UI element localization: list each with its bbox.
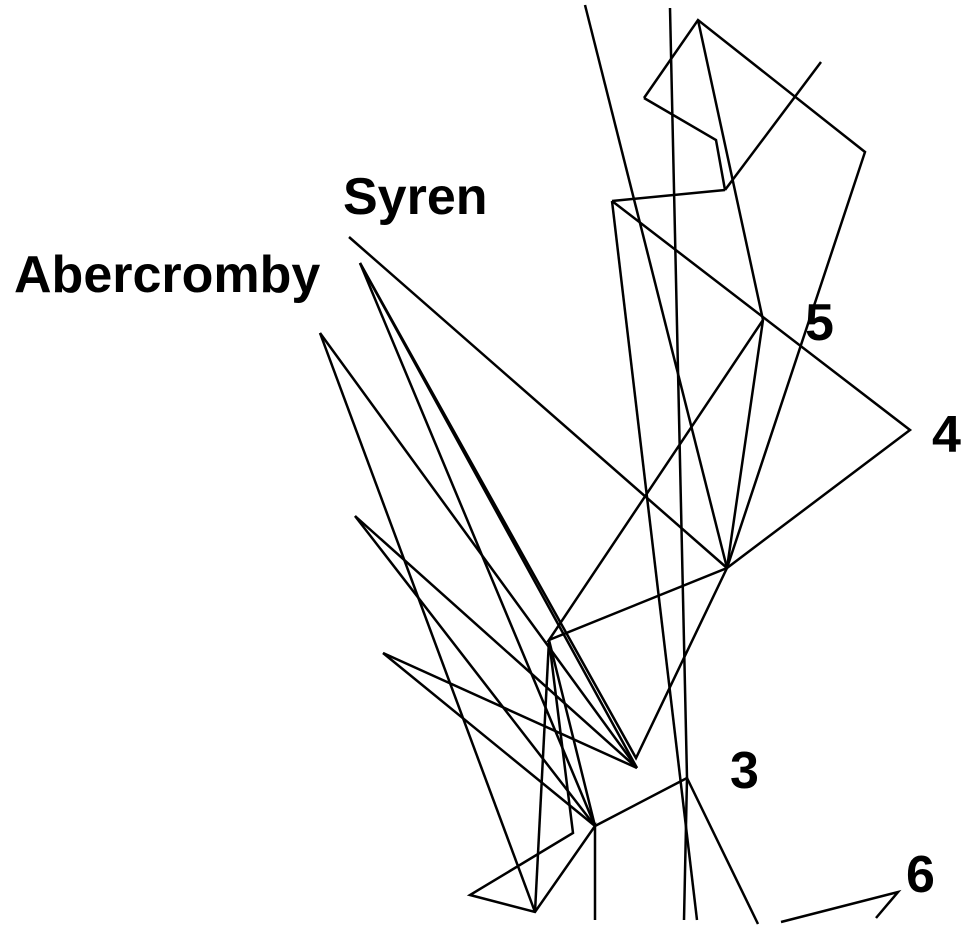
diagram-line bbox=[354, 515, 596, 827]
diagram-line bbox=[642, 18, 867, 569]
diagram-line bbox=[682, 777, 689, 921]
diagram-line bbox=[611, 188, 726, 203]
label-node-3: 3 bbox=[730, 742, 759, 800]
diagram-line bbox=[382, 652, 596, 827]
label-abercromby: Abercromby bbox=[14, 246, 320, 304]
diagram-line bbox=[583, 4, 729, 569]
diagram-line bbox=[724, 61, 822, 191]
diagram-line bbox=[358, 262, 597, 827]
diagram-line bbox=[780, 889, 902, 924]
diagram-lines bbox=[318, 4, 913, 925]
diagram-line bbox=[348, 236, 728, 569]
diagram-labels: Syren Abercromby 5 4 3 6 bbox=[14, 168, 961, 904]
diagram-line bbox=[318, 332, 639, 769]
diagram-line bbox=[685, 777, 760, 925]
label-node-6: 6 bbox=[906, 846, 935, 904]
diagram-line bbox=[643, 96, 727, 191]
diagram-line bbox=[318, 332, 537, 913]
diagram-line bbox=[668, 7, 689, 779]
diagram-line bbox=[358, 262, 729, 761]
label-node-5: 5 bbox=[805, 294, 834, 352]
diagram-line bbox=[696, 19, 765, 321]
diagram-line bbox=[466, 639, 597, 920]
label-syren: Syren bbox=[343, 168, 488, 226]
diagram-line bbox=[610, 200, 699, 921]
diagram-line bbox=[533, 639, 551, 913]
diagram-line bbox=[382, 651, 638, 770]
diagram-line bbox=[354, 515, 638, 769]
diagram-line bbox=[545, 200, 913, 643]
label-node-4: 4 bbox=[932, 406, 961, 464]
